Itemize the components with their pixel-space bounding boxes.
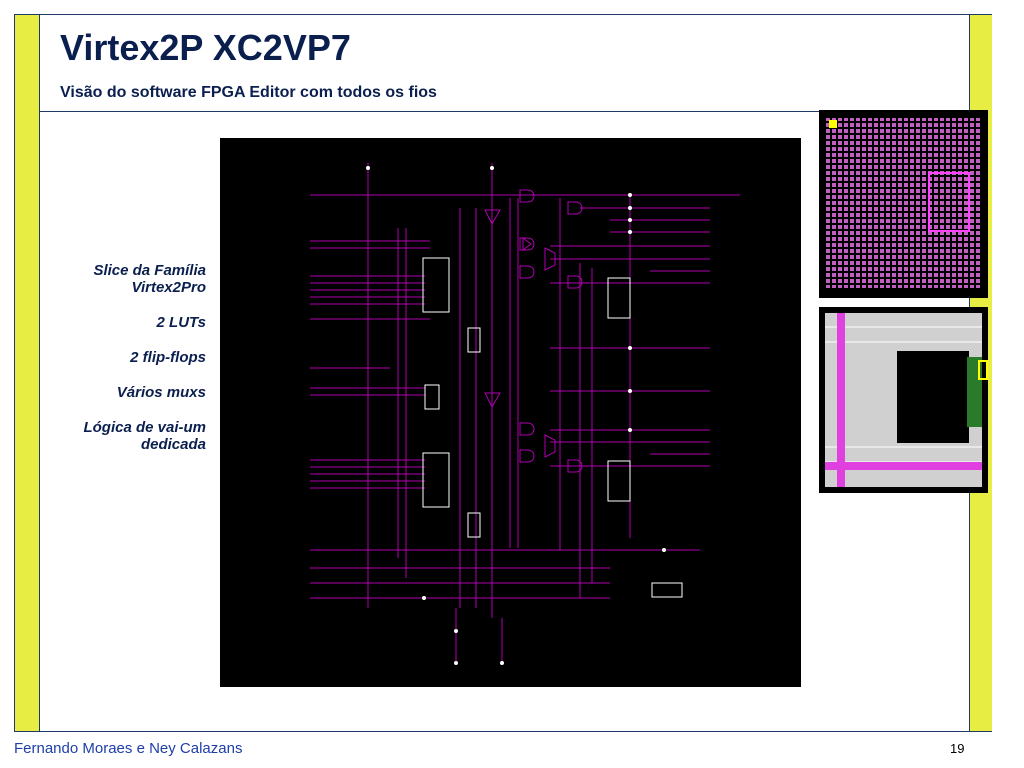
left-accent-bar: [15, 15, 40, 731]
chip-zoom-drawing: [825, 313, 988, 487]
title-divider: [40, 111, 969, 112]
bullet-item: 2 flip-flops: [130, 349, 206, 366]
bullet-list: Slice da Família Virtex2Pro 2 LUTs 2 fli…: [50, 262, 206, 471]
slice-schematic-drawing: [310, 163, 740, 665]
bullet-item: 2 LUTs: [156, 314, 206, 331]
slide-title: Virtex2P XC2VP7: [60, 27, 351, 68]
bullet-item: Slice da Família Virtex2Pro: [93, 262, 206, 296]
page-number: 19: [950, 741, 965, 756]
slice-schematic-image: [220, 138, 801, 687]
chip-grid-image: [819, 110, 988, 298]
chip-grid-drawing: [825, 118, 982, 288]
footer-author: Fernando Moraes e Ney Calazans: [14, 740, 243, 757]
bullet-item: Lógica de vai-um dedicada: [83, 419, 206, 453]
slide-subtitle: Visão do software FPGA Editor com todos …: [60, 84, 437, 101]
chip-zoom-image: [819, 307, 988, 493]
bullet-item: Vários muxs: [116, 384, 206, 401]
